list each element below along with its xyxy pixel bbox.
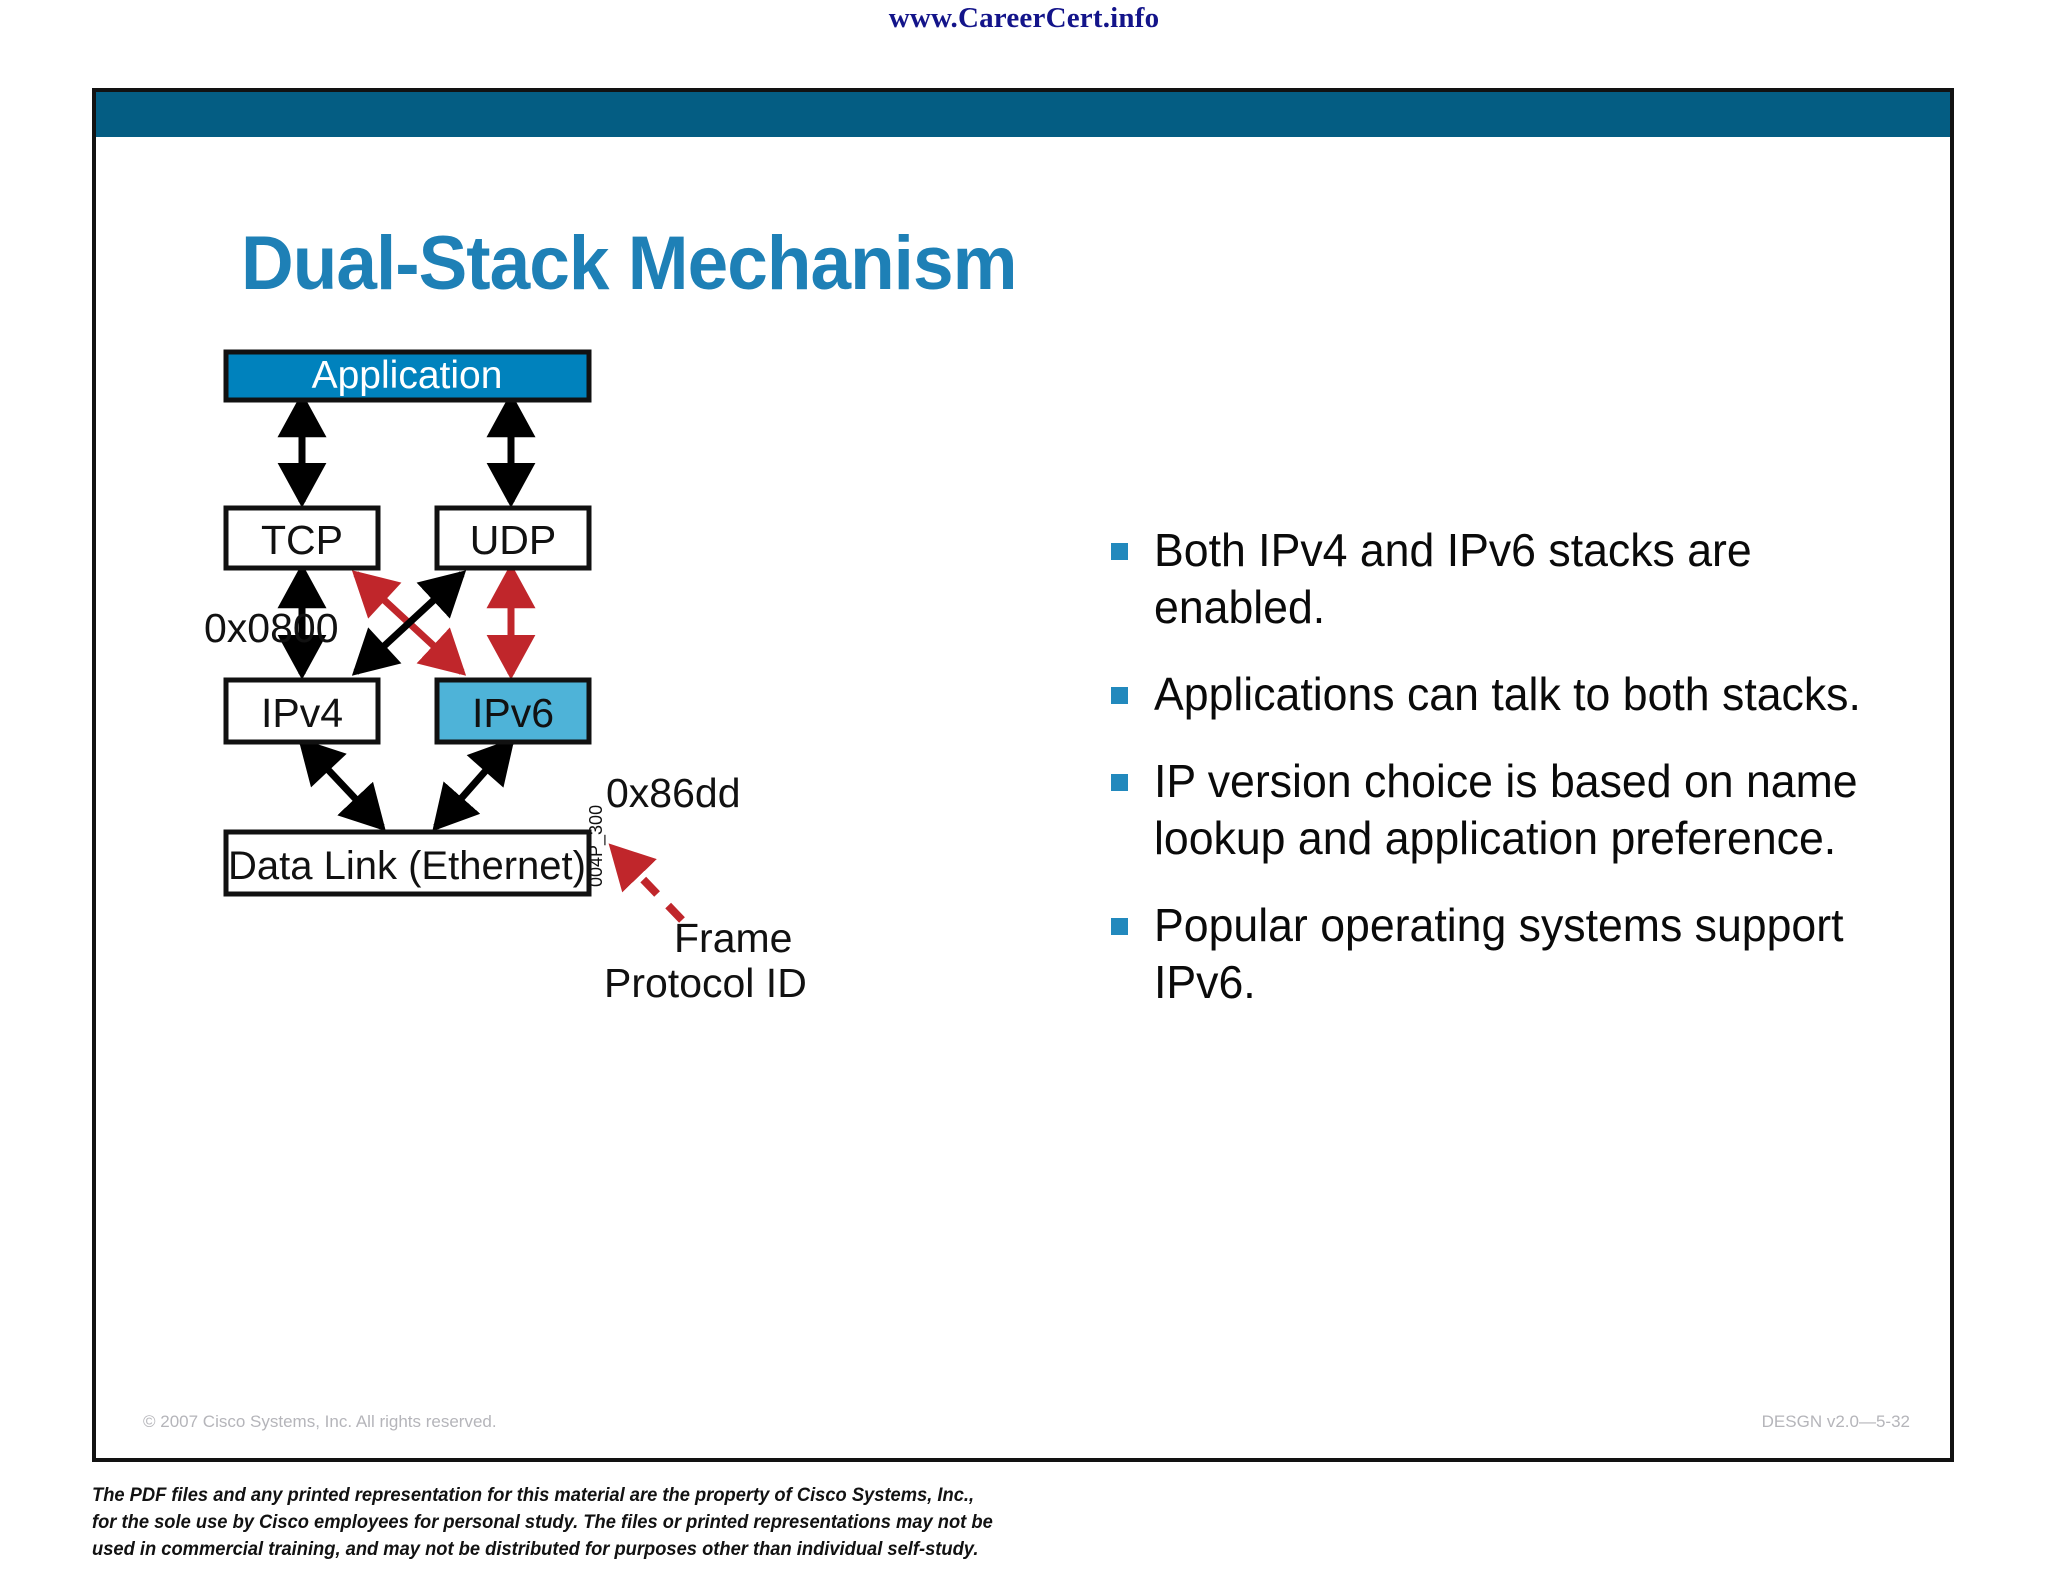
callout-label-line1: Frame: [674, 915, 792, 961]
list-item: Both IPv4 and IPv6 stacks are enabled.: [1111, 522, 1901, 636]
diagram-box-datalink: Data Link (Ethernet): [223, 829, 592, 897]
label-ipv6-ethertype: 0x86dd: [606, 770, 741, 816]
square-bullet-icon: [1111, 918, 1128, 936]
label-ipv4-ethertype: 0x0800: [204, 605, 339, 651]
slide-header-banner: [96, 92, 1950, 137]
legal-line-2: for the sole use by Cisco employees for …: [92, 1511, 993, 1534]
bullet-list: Both IPv4 and IPv6 stacks are enabled. A…: [1111, 522, 1901, 1041]
page-title: Dual-Stack Mechanism: [241, 221, 1017, 306]
list-item: Popular operating systems support IPv6.: [1111, 897, 1901, 1011]
diagram-box-ipv6: IPv6: [434, 677, 592, 745]
diagram-box-udp: UDP: [434, 505, 592, 571]
diagram-box-ipv4: IPv4: [223, 677, 381, 745]
square-bullet-icon: [1111, 774, 1128, 792]
connector-ipv4-udp: [351, 570, 467, 676]
diagram-box-tcp-label: TCP: [261, 517, 343, 563]
diagram-box-udp-label: UDP: [470, 517, 557, 563]
square-bullet-icon: [1111, 543, 1128, 560]
connector-ipv6-datalink: [432, 737, 515, 832]
legal-line-1: The PDF files and any printed representa…: [92, 1484, 975, 1506]
list-item: IP version choice is based on name looku…: [1111, 753, 1901, 867]
list-item-text: IP version choice is based on name looku…: [1154, 755, 1858, 865]
dual-stack-diagram: Application TCP UDP IPv4 IPv6: [204, 342, 964, 1072]
diagram-box-datalink-label: Data Link (Ethernet): [228, 844, 586, 888]
diagram-box-application-label: Application: [312, 354, 503, 397]
footer-copyright: © 2007 Cisco Systems, Inc. All rights re…: [143, 1412, 497, 1431]
slide-frame: Dual-Stack Mechanism: [92, 88, 1954, 1462]
site-watermark: www.CareerCert.info: [888, 2, 1160, 34]
list-item-text: Popular operating systems support IPv6.: [1154, 899, 1844, 1009]
diagram-box-application: Application: [223, 349, 592, 403]
list-item: Applications can talk to both stacks.: [1111, 666, 1901, 723]
diagram-box-ipv6-label: IPv6: [472, 690, 554, 736]
square-bullet-icon: [1111, 687, 1128, 705]
legal-line-3: used in commercial training, and may not…: [92, 1538, 979, 1561]
figure-id-watermark: 004P_300: [586, 805, 607, 887]
connector-callout-ethertype: [608, 843, 685, 923]
footer-course-id: DESGN v2.0—5-32: [1761, 1412, 1910, 1431]
connector-ipv4-datalink: [298, 737, 386, 832]
list-item-text: Applications can talk to both stacks.: [1154, 668, 1861, 721]
callout-label-line2: Protocol ID: [604, 960, 807, 1006]
diagram-box-tcp: TCP: [223, 505, 381, 571]
legal-notice: The PDF files and any printed representa…: [92, 1482, 1314, 1563]
diagram-box-ipv4-label: IPv4: [261, 690, 343, 736]
list-item-text: Both IPv4 and IPv6 stacks are enabled.: [1154, 524, 1752, 634]
